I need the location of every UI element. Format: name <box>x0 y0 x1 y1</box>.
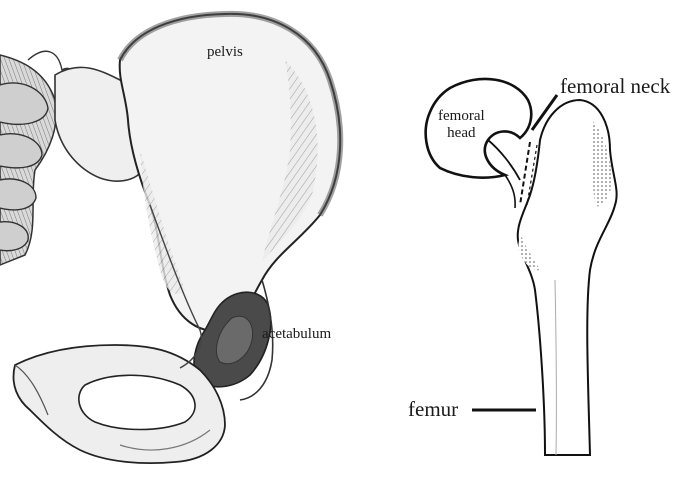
label-femoral-neck: femoral neck <box>560 76 670 97</box>
pelvis-drawing <box>0 14 340 463</box>
label-acetabulum: acetabulum <box>262 327 331 342</box>
label-femoral-head: femoral head <box>438 108 485 143</box>
label-pelvis: pelvis <box>207 45 243 60</box>
label-femoral-head-line2: head <box>438 125 485 142</box>
label-femur: femur <box>408 399 458 420</box>
obturator-foramen <box>79 375 195 429</box>
label-femoral-head-line1: femoral <box>438 108 485 125</box>
